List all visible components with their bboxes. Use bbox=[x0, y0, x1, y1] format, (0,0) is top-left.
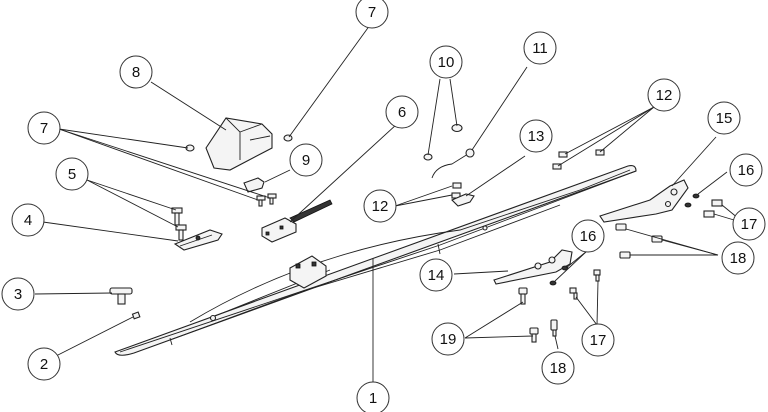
callout-label: 7 bbox=[40, 120, 48, 137]
cap-part-9 bbox=[243, 177, 265, 193]
callout-19: 19 bbox=[431, 322, 465, 356]
callout-label: 1 bbox=[369, 390, 377, 407]
callout-1: 1 bbox=[356, 381, 390, 412]
callout-17-right: 17 bbox=[732, 207, 766, 241]
clamp-part-4 bbox=[173, 229, 223, 251]
wire-clip-part-11 bbox=[431, 148, 475, 179]
callout-4: 4 bbox=[11, 203, 45, 237]
screws-part-7 bbox=[185, 134, 293, 207]
callout-16-mid: 16 bbox=[571, 219, 605, 253]
t-bolt-part-3 bbox=[109, 287, 133, 305]
wiper-arm-part-14 bbox=[493, 249, 573, 285]
callout-label: 12 bbox=[372, 198, 389, 215]
callout-label: 17 bbox=[590, 332, 607, 349]
callout-12-right: 12 bbox=[647, 78, 681, 112]
callout-15: 15 bbox=[707, 101, 741, 135]
callout-label: 3 bbox=[14, 286, 22, 303]
callout-6: 6 bbox=[385, 95, 419, 129]
wiper-frame-part bbox=[114, 165, 637, 356]
callout-label: 4 bbox=[24, 212, 32, 229]
callout-10: 10 bbox=[429, 45, 463, 79]
callout-label: 11 bbox=[532, 40, 548, 57]
wiper-arm-part-15 bbox=[599, 179, 689, 223]
callout-7-left: 7 bbox=[27, 111, 61, 145]
callout-label: 16 bbox=[580, 228, 597, 245]
callout-18-right: 18 bbox=[721, 241, 755, 275]
callout-label: 6 bbox=[398, 104, 406, 121]
callout-3: 3 bbox=[1, 277, 35, 311]
screws-part-18 bbox=[550, 223, 663, 337]
connector-part-6 bbox=[261, 199, 333, 243]
washers-part-16 bbox=[549, 193, 700, 286]
callout-12-left: 12 bbox=[363, 189, 397, 223]
screws-part-17 bbox=[569, 199, 723, 300]
callout-label: 5 bbox=[68, 166, 76, 183]
callout-18-bottom: 18 bbox=[541, 351, 575, 385]
callout-8: 8 bbox=[119, 55, 153, 89]
callout-label: 12 bbox=[656, 87, 673, 104]
callout-label: 14 bbox=[428, 267, 445, 284]
callout-label: 2 bbox=[40, 356, 48, 373]
callout-16-right: 16 bbox=[729, 153, 763, 187]
bracket-part-13 bbox=[451, 193, 475, 207]
callout-label: 9 bbox=[302, 152, 310, 169]
callout-label: 8 bbox=[132, 64, 140, 81]
callout-13: 13 bbox=[519, 119, 553, 153]
screws-part-19 bbox=[518, 287, 539, 343]
callout-2: 2 bbox=[27, 347, 61, 381]
housing-cover-part-8 bbox=[205, 117, 273, 171]
callout-label: 16 bbox=[738, 162, 755, 179]
callout-label: 7 bbox=[368, 4, 376, 21]
callout-label: 10 bbox=[438, 54, 455, 71]
callout-label: 13 bbox=[528, 128, 545, 145]
screws-part-5 bbox=[171, 207, 187, 241]
leader-lines bbox=[34, 24, 745, 383]
callout-7-top: 7 bbox=[355, 0, 389, 29]
callout-9: 9 bbox=[289, 143, 323, 177]
pin-part-2 bbox=[131, 311, 141, 320]
callout-label: 18 bbox=[550, 360, 567, 377]
callout-14: 14 bbox=[419, 258, 453, 292]
callout-11: 11 bbox=[523, 31, 557, 65]
callout-label: 17 bbox=[741, 216, 758, 233]
callout-17-bottom: 17 bbox=[581, 323, 615, 357]
callout-label: 19 bbox=[440, 331, 457, 348]
callout-5: 5 bbox=[55, 157, 89, 191]
callout-label: 18 bbox=[730, 250, 747, 267]
callout-label: 15 bbox=[716, 110, 733, 127]
